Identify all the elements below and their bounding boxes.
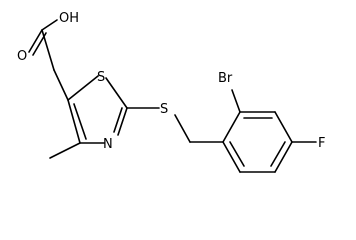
atom-label-bromine: Br	[218, 71, 233, 86]
bond-s-ch2	[174, 114, 191, 143]
atom-label-fluorine: F	[318, 136, 325, 151]
bond-ar4-ar5-double	[270, 141, 286, 167]
bond-acid-ch2	[41, 29, 55, 71]
structure-canvas: OH O S N S Br F	[17, 11, 326, 173]
atom-label-thiazole-sulfur: S	[97, 70, 105, 85]
bond-ar3-ar4	[274, 111, 293, 143]
bond-c4-methyl	[49, 142, 81, 159]
bond-ar2-br	[231, 89, 241, 113]
bond-ar1-ar2	[222, 111, 241, 143]
bond-c4-c5	[67, 99, 81, 144]
atom-label-thiazole-nitrogen: N	[103, 137, 113, 152]
bond-ar4-ar5	[274, 141, 293, 173]
bond-c-oh	[41, 19, 58, 31]
atom-label-hydroxyl: OH	[59, 11, 79, 26]
atom-label-carbonyl-oxygen: O	[17, 49, 27, 64]
bond-ar6-ar1	[222, 141, 241, 173]
bond-c2-n3-double	[113, 107, 123, 133]
bond-c5-s1	[67, 75, 99, 101]
bond-c2-n3	[117, 107, 128, 136]
molecule-structure: OH O S N S Br F	[17, 11, 325, 173]
bond-ch2-ring	[53, 69, 69, 101]
bond-c-o-double-outer	[28, 29, 43, 53]
bond-c4-c5-double	[73, 103, 87, 140]
bond-ar6-ar1-double	[229, 141, 245, 167]
bond-s1-c2	[105, 77, 128, 109]
atom-label-thioether-sulfur: S	[160, 102, 168, 117]
